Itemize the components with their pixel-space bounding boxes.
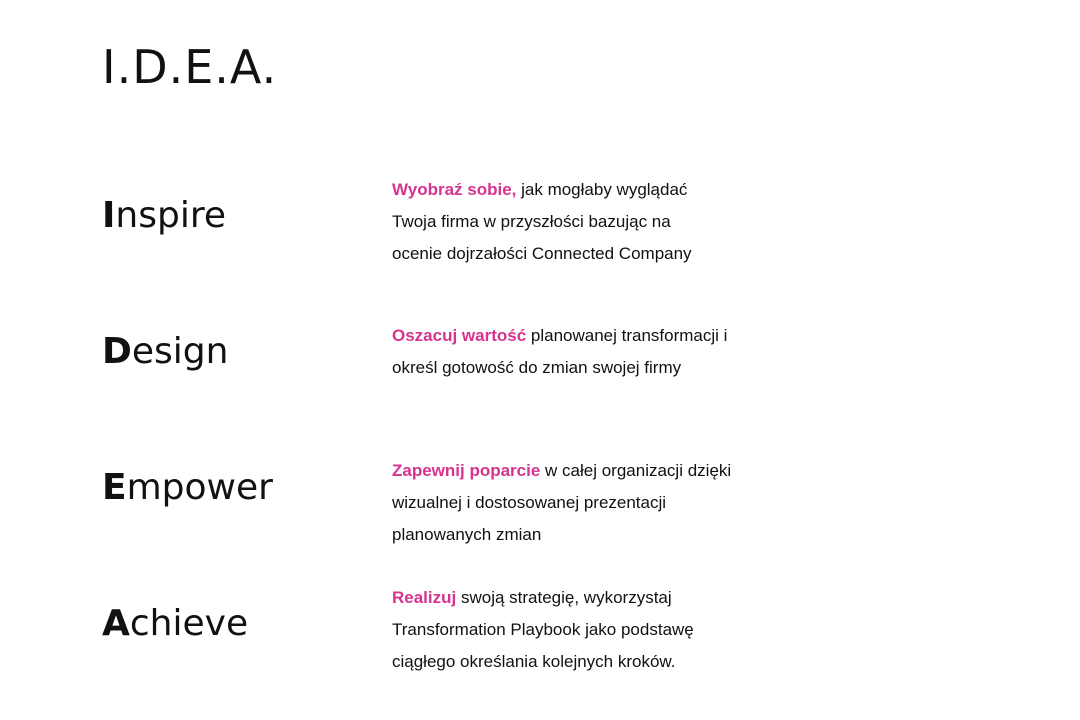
idea-word-rest: chieve	[129, 603, 249, 644]
idea-word-achieve: Achieve	[102, 606, 248, 642]
idea-text-line: wizualnej i dostosowanej prezentacji	[392, 493, 667, 512]
idea-text-line: swoją strategię, wykorzystaj	[456, 588, 672, 607]
idea-word-rest: nspire	[115, 195, 226, 236]
idea-text-line: określ gotowość do zmian swojej firmy	[392, 358, 682, 377]
idea-word-design: Design	[102, 334, 228, 370]
idea-initial: I	[102, 195, 116, 236]
idea-text-line: planowanej transformacji i	[526, 326, 728, 345]
idea-highlight: Zapewnij poparcie	[392, 461, 541, 480]
idea-text-line: planowanych zmian	[392, 525, 542, 544]
idea-text-line: Transformation Playbook jako podstawę	[392, 620, 694, 639]
idea-highlight: Realizuj	[392, 588, 457, 607]
idea-text-line: Twoja firma w przyszłości bazując na	[392, 212, 671, 231]
idea-initial: D	[102, 331, 132, 372]
idea-word-rest: esign	[131, 331, 229, 372]
idea-highlight: Oszacuj wartość	[392, 326, 527, 345]
idea-description-design: Oszacuj wartość planowanej transformacji…	[392, 320, 792, 384]
idea-highlight: Wyobraź sobie,	[392, 180, 517, 199]
idea-initial: E	[102, 467, 127, 508]
idea-text-line: ocenie dojrzałości Connected Company	[392, 244, 692, 263]
idea-word-empower: Empower	[102, 470, 273, 506]
idea-initial: A	[102, 603, 130, 644]
idea-description-inspire: Wyobraź sobie, jak mogłaby wyglądać Twoj…	[392, 174, 792, 270]
idea-description-achieve: Realizuj swoją strategię, wykorzystaj Tr…	[392, 582, 792, 678]
idea-text-line: jak mogłaby wyglądać	[516, 180, 688, 199]
idea-description-empower: Zapewnij poparcie w całej organizacji dz…	[392, 455, 792, 551]
idea-text-line: ciągłego określania kolejnych kroków.	[392, 652, 676, 671]
page-title: I.D.E.A.	[102, 40, 278, 94]
idea-text-line: w całej organizacji dzięki	[540, 461, 732, 480]
idea-word-inspire: Inspire	[102, 198, 226, 234]
idea-word-rest: mpower	[126, 467, 273, 508]
